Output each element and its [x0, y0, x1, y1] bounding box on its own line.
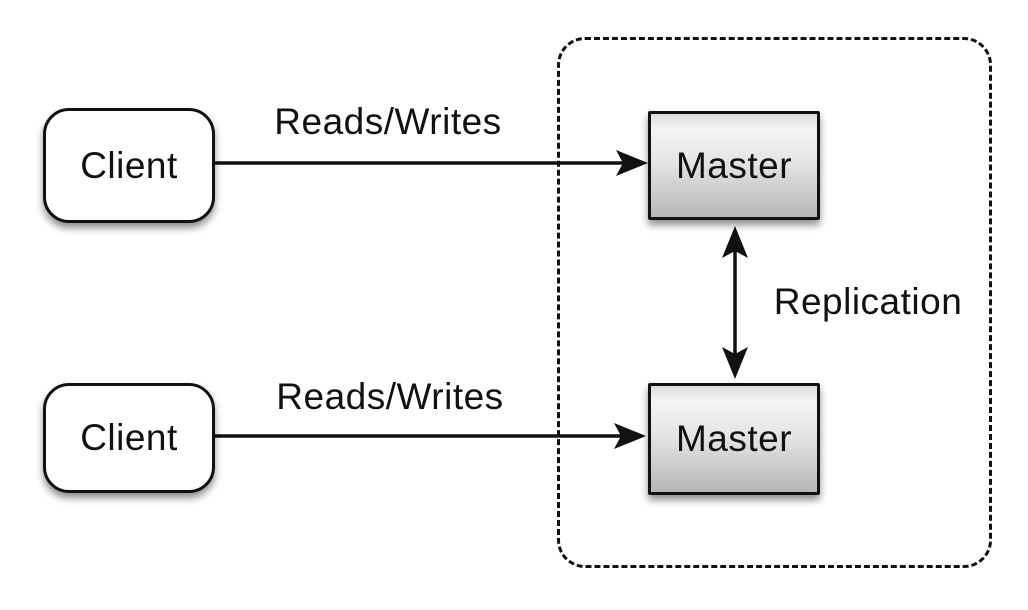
edge-label-reads-writes-top: Reads/Writes: [274, 101, 502, 142]
edge-label-replication: Replication: [773, 281, 963, 322]
node-master-bottom: Master: [648, 383, 820, 495]
node-client-top-label: Client: [80, 144, 178, 186]
node-master-top-label: Master: [675, 144, 793, 186]
node-master-top: Master: [648, 111, 820, 220]
node-master-bottom-label: Master: [675, 418, 793, 459]
node-client-top: Client: [43, 108, 215, 223]
edge-label-reads-writes-bottom: Reads/Writes: [276, 376, 504, 417]
node-client-bottom-label: Client: [80, 417, 178, 458]
node-client-bottom: Client: [43, 383, 215, 493]
dashed-boundary-box: [557, 37, 992, 568]
